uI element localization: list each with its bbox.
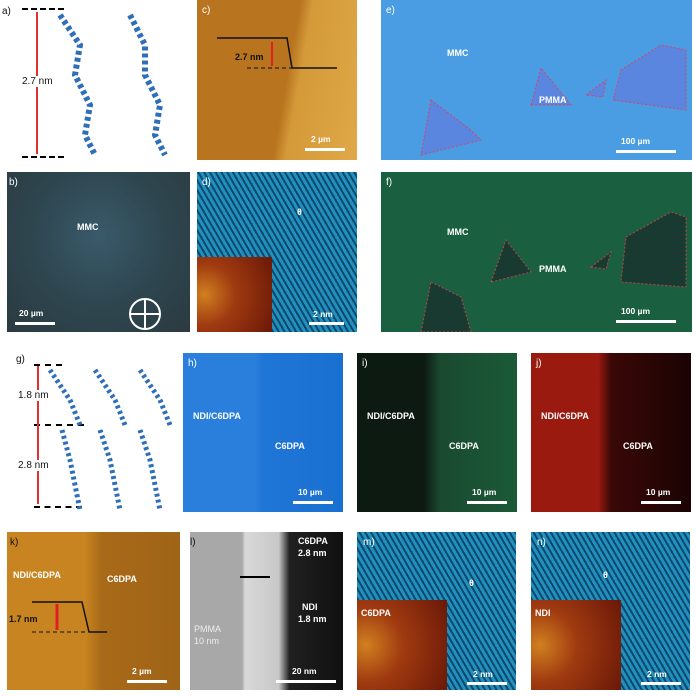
height-profile <box>32 601 107 633</box>
scale-bar-label: 2 nm <box>647 669 667 679</box>
mmc-label: MMC <box>77 222 99 232</box>
panel-n-stm: n) θ NDI 2 nm <box>531 532 690 690</box>
panel-label: e) <box>386 5 395 16</box>
panel-a: a) 2.7 nm <box>0 0 190 165</box>
pmma-label: PMMA <box>539 95 567 105</box>
bilayer-label: NDI/C6DPA <box>541 411 589 421</box>
panel-label: b) <box>9 177 18 188</box>
height-profile <box>217 37 337 69</box>
bilayer-illustration <box>47 368 173 510</box>
fft-inset <box>197 257 272 332</box>
panel-f-polarized: f) MMC PMMA 100 µm <box>381 172 692 332</box>
dash-top <box>22 8 64 10</box>
panel-k-afm: k) NDI/C6DPA C6DPA 1.7 nm 2 µm <box>7 532 180 690</box>
angle-label: θ <box>603 570 608 580</box>
panel-i-green-channel: i) NDI/C6DPA C6DPA 10 µm <box>357 353 517 512</box>
pmma-label: PMMA <box>194 624 221 634</box>
scale-bar-label: 2 nm <box>473 669 493 679</box>
c6dpa-thickness: 2.8 nm <box>298 548 327 558</box>
mmc-label: MMC <box>447 227 469 237</box>
ndi-length-label: 1.8 nm <box>18 390 49 401</box>
panel-label: i) <box>362 358 368 369</box>
panel-label: l) <box>190 537 196 548</box>
panel-m-stm: m) θ C6DPA 2 nm <box>357 532 516 690</box>
scale-bar-label: 10 µm <box>646 487 671 497</box>
scale-bar-label: 20 nm <box>292 666 317 676</box>
panel-label: n) <box>537 537 546 548</box>
ndi-label: NDI <box>302 602 318 612</box>
inset-label: NDI <box>535 608 551 618</box>
scale-bar-label: 10 µm <box>472 487 497 497</box>
panel-h-optical: h) NDI/C6DPA C6DPA 10 µm <box>183 353 343 512</box>
panel-label: f) <box>386 177 393 188</box>
panel-label: j) <box>536 358 542 369</box>
panel-label: g) <box>16 354 25 365</box>
panel-j-red-channel: j) NDI/C6DPA C6DPA 10 µm <box>531 353 691 512</box>
scale-bar-label: 100 µm <box>621 136 650 146</box>
angle-label: θ <box>297 207 302 217</box>
panel-label: k) <box>10 537 19 548</box>
scale-bar-label: 2 µm <box>132 666 152 676</box>
panel-label: h) <box>188 358 197 369</box>
panel-label: m) <box>363 537 375 548</box>
panel-l-tem: l) C6DPA 2.8 nm NDI 1.8 nm PMMA 10 nm 20… <box>190 532 343 690</box>
mmc-label: MMC <box>447 48 469 58</box>
fft-inset <box>531 600 621 690</box>
height-label: 1.7 nm <box>9 614 38 624</box>
panel-e-optical: e) MMC PMMA 100 µm <box>381 0 692 160</box>
panel-d-stm: d) θ 2 nm <box>197 172 357 332</box>
polarizer-icon <box>129 298 161 330</box>
dash-bottom <box>22 156 64 158</box>
c6dpa-label: C6DPA <box>298 536 328 546</box>
angle-label: θ <box>469 578 474 588</box>
panel-g: g) 1.8 nm 2.8 nm <box>0 340 180 515</box>
scale-bar-label: 100 µm <box>621 306 650 316</box>
scale-bar-label: 2 µm <box>311 134 331 144</box>
pmma-measure <box>240 576 270 578</box>
pmma-thickness: 10 nm <box>194 636 220 646</box>
bilayer-label: NDI/C6DPA <box>193 411 241 421</box>
monolayer-label: C6DPA <box>107 574 137 584</box>
pmma-flakes <box>420 44 687 156</box>
panel-label: d) <box>202 177 211 188</box>
bilayer-label: NDI/C6DPA <box>367 411 415 421</box>
scale-bar-label: 10 µm <box>298 487 323 497</box>
panel-label: a) <box>2 6 11 17</box>
fft-inset <box>357 600 447 690</box>
pmma-label: PMMA <box>539 264 567 274</box>
monolayer-label: C6DPA <box>449 441 479 451</box>
scale-bar-label: 2 nm <box>313 309 333 319</box>
panel-label: c) <box>202 5 211 16</box>
monolayer-label: C6DPA <box>623 441 653 451</box>
monolayer-label: C6DPA <box>275 441 305 451</box>
ndi-thickness: 1.8 nm <box>298 614 327 624</box>
panel-c-afm: c) 2.7 nm 2 µm <box>197 0 357 160</box>
height-label: 2.7 nm <box>235 52 264 62</box>
molecule-illustration <box>57 13 168 157</box>
bilayer-label: NDI/C6DPA <box>13 570 61 580</box>
scale-bar-label: 20 µm <box>19 308 44 318</box>
c6dpa-length-label: 2.8 nm <box>18 460 49 471</box>
length-label: 2.7 nm <box>22 76 53 87</box>
panel-b-polarized: b) MMC 20 µm <box>7 172 190 332</box>
inset-label: C6DPA <box>361 608 391 618</box>
pmma-flakes <box>420 211 687 332</box>
